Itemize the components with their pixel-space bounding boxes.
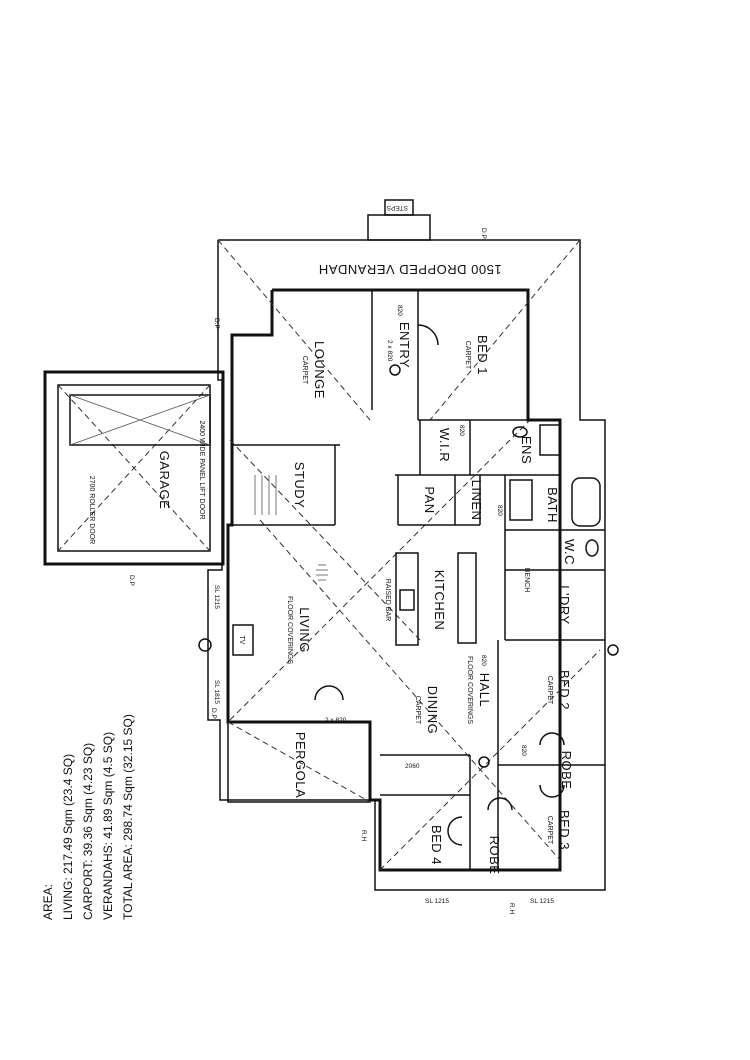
wir-label: W.I.R [437, 428, 452, 462]
tv-label: TV [238, 636, 245, 645]
sl-label-4: SL 1215 [530, 898, 554, 905]
door-2x820-2: 2 x 820 [325, 717, 347, 724]
area-line-verandahs: VERANDAHS: 41.89 Sqm (4.5 SQ) [101, 732, 115, 920]
dp-label-4: D.P [480, 228, 487, 239]
living-label: LIVING [297, 607, 312, 653]
sl-label-2: SL 1815 [213, 680, 220, 704]
bed2-label: BED 2 [557, 670, 572, 710]
fixtures [198, 324, 619, 846]
garage-label: GARAGE [157, 451, 172, 510]
bed3-label: BED 3 [557, 810, 572, 850]
bench-label: BENCH [523, 568, 530, 593]
linen-label: LINEN [469, 480, 484, 521]
room-labels: GARAGE 2400 WIDE PANEL LIFT DOOR 2700 RO… [88, 262, 577, 874]
dining-label: DINING [425, 686, 440, 735]
hall-floor-label: FLOOR COVERINGS [466, 656, 473, 724]
living-floor-label: FLOOR COVERINGS [286, 596, 293, 664]
rh-label-2: R.H [508, 903, 515, 915]
study-label: STUDY [292, 462, 307, 509]
robe-bed4-label: ROBE [487, 836, 502, 875]
bed1-floor-label: CARPET [464, 341, 471, 370]
area-heading: AREA: [41, 884, 55, 920]
door-820-2: 820 [458, 425, 465, 436]
bed4-label: BED 4 [429, 825, 444, 865]
dp-label-3: D.P [213, 318, 220, 329]
door-820-3: 820 [496, 505, 503, 516]
entry-label: ENTRY [397, 322, 412, 368]
dp-label-2: D.P [210, 708, 217, 719]
annotations: D.P D.P D.P D.P R.H R.H SL 1215 SL 1815 … [128, 228, 554, 915]
garage-block [43, 370, 225, 566]
lounge-floor-label: CARPET [301, 356, 308, 385]
bath-label: BATH [545, 487, 560, 523]
garage-door-bottom-label: 2700 ROLLER DOOR [88, 476, 95, 544]
lounge-label: LOUNGE [312, 341, 327, 399]
dining-floor-label: CARPET [414, 696, 421, 725]
area-line-carport: CARPORT: 39.36 Sqm (4.23 SQ) [81, 743, 95, 920]
area-schedule: AREA: LIVING: 217.49 Sqm (23.4 SQ) CARPO… [41, 714, 135, 920]
raised-bar-label: RAISED BAR [384, 579, 391, 621]
garage-door-top-label: 2400 WIDE PANEL LIFT DOOR [198, 420, 205, 519]
internal-walls [227, 290, 605, 870]
ens-label: ENS [519, 436, 534, 464]
bed3-floor-label: CARPET [546, 816, 553, 845]
door-820-5: 820 [520, 745, 527, 756]
laundry-label: L'DRY [557, 585, 572, 624]
steps-label: STEPS [386, 204, 408, 211]
kitchen-label: KITCHEN [432, 570, 447, 631]
hall-label: HALL [477, 673, 492, 708]
door-2060: 2060 [405, 763, 420, 770]
door-2x820-1: 2 x 820 [386, 340, 393, 362]
pergola-label: PERGOLA [293, 732, 308, 798]
wc-label: W.C [562, 539, 577, 565]
bed2-floor-label: CARPET [546, 676, 553, 705]
door-820-4: 820 [480, 655, 487, 666]
robe-bed2-label: ROBE [559, 751, 574, 790]
area-line-living: LIVING: 217.49 Sqm (23.4 SQ) [61, 754, 75, 920]
steps-block: STEPS [367, 199, 431, 241]
verandah-label: 1500 DROPPED VERANDAH [318, 262, 501, 277]
sl-label-3: SL 1215 [425, 898, 449, 905]
door-820-1: 820 [396, 305, 403, 316]
bed1-label: BED 1 [475, 335, 490, 375]
dp-label-1: D.P [128, 575, 135, 586]
pan-label: PAN [422, 486, 437, 513]
sl-label-1: SL 1215 [213, 585, 220, 609]
rh-label-1: R.H [360, 830, 367, 842]
area-line-total: TOTAL AREA: 298.74 Sqm (32.15 SQ) [121, 714, 135, 920]
